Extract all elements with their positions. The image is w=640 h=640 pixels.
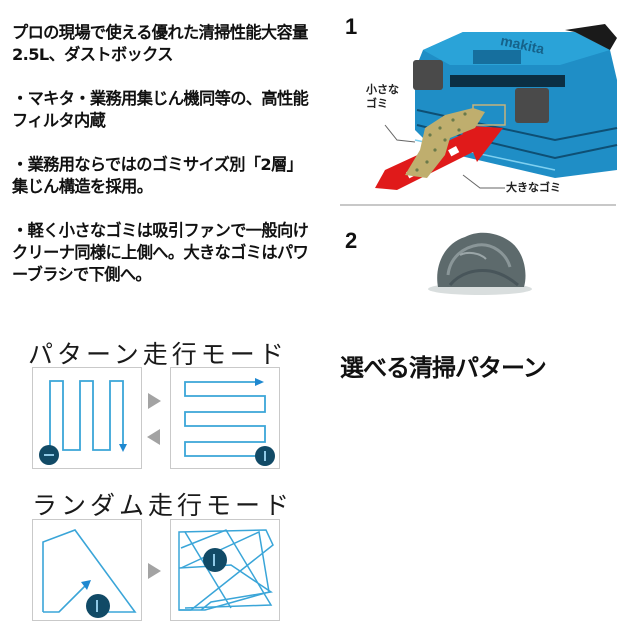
feature-paragraph-two-layer: ・業務用ならではのゴミサイズ別「2層」集じん構造を採用。 xyxy=(12,155,303,196)
play-left-icon xyxy=(146,428,162,446)
random-path-start-icon xyxy=(42,529,137,618)
dustbox-illustration: makita xyxy=(355,10,625,200)
figure-number-1: 1 xyxy=(345,14,358,39)
random-path-full-icon xyxy=(178,529,274,611)
pattern-vertical-panel xyxy=(32,367,142,469)
feature-description: プロの現場で使える優れた清掃性能大容量2.5L、ダストボックス ・マキタ・業務用… xyxy=(12,22,317,308)
label-small-dust-line1: 小さな xyxy=(366,83,399,96)
horizontal-zigzag-path-icon xyxy=(184,378,275,466)
feature-paragraph-filter: ・マキタ・業務用集じん機同等の、高性能フィルタ内蔵 xyxy=(12,89,309,130)
feature-paragraph-dust-separation: ・軽く小さなゴミは吸引ファンで一般向けクリーナ同様に上側へ。大きなゴミはパワーブ… xyxy=(12,221,309,284)
figure-number-2: 2 xyxy=(345,228,358,253)
headline-selectable-patterns: 選べる清掃パターン xyxy=(340,354,547,382)
vertical-zigzag-path-icon xyxy=(39,380,127,465)
label-large-dust: 大きなゴミ xyxy=(506,181,561,194)
label-small-dust: 小さな ゴミ xyxy=(366,83,399,111)
dustbox-icon: makita xyxy=(375,24,618,190)
dust-clump-icon xyxy=(428,232,532,295)
play-right-icon xyxy=(146,392,162,410)
random-multi-panel xyxy=(170,519,280,621)
dust-clump-image xyxy=(420,225,540,300)
play-right-icon xyxy=(146,562,162,580)
feature-paragraph-dustbox: プロの現場で使える優れた清掃性能大容量2.5L、ダストボックス xyxy=(12,23,308,64)
random-single-panel xyxy=(32,519,142,621)
figure-divider xyxy=(340,204,616,206)
pattern-mode-title: パターン走行モード xyxy=(28,340,288,369)
pattern-horizontal-panel xyxy=(170,367,280,469)
label-small-dust-line2: ゴミ xyxy=(366,97,388,110)
random-mode-title: ランダム走行モード xyxy=(32,491,294,520)
